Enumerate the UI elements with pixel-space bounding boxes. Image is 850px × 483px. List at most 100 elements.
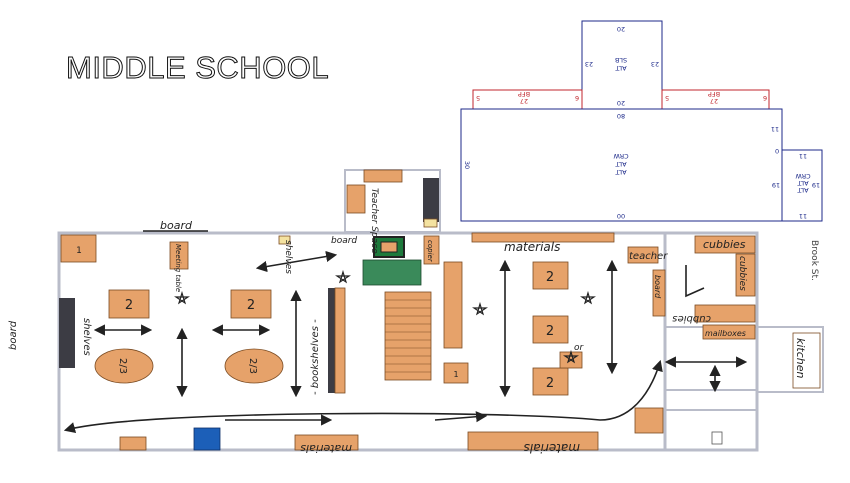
plan-num: SLB [615,56,627,64]
label-materials-top: materials [504,240,560,254]
plan-num: ALT [615,160,626,168]
star-icon [335,269,351,284]
table-numbers: 1 2 2 2 2 2 2/3 2/3 1 [76,246,554,391]
plan-num: 11 [771,125,779,133]
plan-num: 27 [520,97,528,105]
plan-num: CRW [795,172,811,180]
label-materials-bottom-left: materials [300,442,352,455]
label-teacher-space: Teacher Space [369,188,379,254]
plan-num: 5 [665,94,669,102]
kitchen-box [792,332,821,389]
materials-bottom-left [294,434,359,451]
table-box [532,315,569,344]
meeting-table-box [169,241,189,270]
plan-num: ALT [615,64,626,72]
label-cubbies-low: cubbies [672,313,711,324]
plan-num: ALT [615,168,626,176]
small-sink [711,431,723,445]
plan-num: CRW [613,152,629,160]
plan-num: 23 [585,60,593,68]
label-shelves-left: shelves [81,318,92,356]
label-board-right: board [653,275,662,299]
rug-inner [380,241,398,253]
table-number: 2/3 [117,358,128,374]
mailbox-box [702,324,756,340]
plan-num: 11 [799,212,807,220]
shelf-light [334,287,346,394]
plan-num: 23 [651,60,659,68]
star-icon [472,301,488,316]
copier-box [423,235,440,265]
room-labels: board Meeting table shelves board Teache… [8,188,807,455]
tall-shelf [443,261,463,349]
plan-num: BFP [518,90,530,98]
plan-labels: 20 SLB ALT 23 23 20 5 BFP 27 6 5 BFP 27 … [463,25,820,220]
plan-num: 20 [617,25,625,33]
plan-num: 20 [617,99,625,107]
plan-num: 6 [575,94,579,102]
teacher-desk [363,169,403,183]
label-materials-bottom-right: materials [524,441,580,455]
plan-num: 6 [763,94,767,102]
cubby-low [694,304,756,323]
label-cubbies-side: cubbies [737,256,747,291]
table-number: 1 [76,246,82,256]
table-number: 2 [125,298,133,313]
small-box [423,218,438,228]
board-right-box [652,269,666,317]
shelf-dark [59,298,75,368]
plan-num: 19 [812,181,820,189]
label-board-small: board [331,236,357,246]
table-box [60,234,97,263]
star-icon [174,290,190,305]
label-mailboxes: mailboxes [705,329,746,338]
street-label: Brook St. [809,240,819,281]
plan-num: 5 [476,94,480,102]
label-meeting-table: Meeting table [174,244,182,292]
page-title: MIDDLE SCHOOL [65,50,330,86]
plan-num: 27 [710,97,718,105]
cubby-top [694,235,756,254]
plan-num: 80 [617,112,625,120]
plan-num: ALT [797,179,808,187]
star-marks [174,269,596,364]
label-kitchen: kitchen [794,338,807,379]
bottom-box [119,436,147,451]
table-number: 2 [546,324,554,339]
plan-num: BFP [708,90,720,98]
teacher-chair [346,184,366,214]
table-number: 2 [247,298,255,313]
table-number: 1 [453,370,458,379]
plan-num: 0 [775,147,779,155]
table-box [230,289,272,319]
blue-chair [193,427,221,451]
label-copier: copier [426,240,434,263]
label-shelves-top: shelves [283,240,293,274]
materials-counter [471,232,615,243]
label-bookshelves: - bookshelves - [310,319,321,395]
table-number: 2 [546,376,554,391]
cubby-side [735,253,756,297]
architect-plan [460,20,823,222]
bottom-right-box [634,407,664,434]
cabinet-dark [423,178,439,222]
table-number: 2 [546,270,554,285]
label-board-left: board [8,320,19,350]
plan-num: 11 [799,152,807,160]
plan-num: 19 [772,181,780,189]
stair-box [384,291,432,381]
table-box [532,261,569,290]
plan-num: ALT [797,186,808,194]
couch [362,259,422,286]
label-cubbies-top: cubbies [703,238,746,251]
traffic-arrows [63,250,748,434]
teacher-right-box [627,246,659,264]
label-teacher-right: teacher [629,251,668,262]
label-board-top: board [160,219,193,232]
plan-num: 30 [463,161,471,169]
label-or: or [574,343,585,353]
star-icon [580,290,596,305]
table-number: 2/3 [247,358,258,374]
